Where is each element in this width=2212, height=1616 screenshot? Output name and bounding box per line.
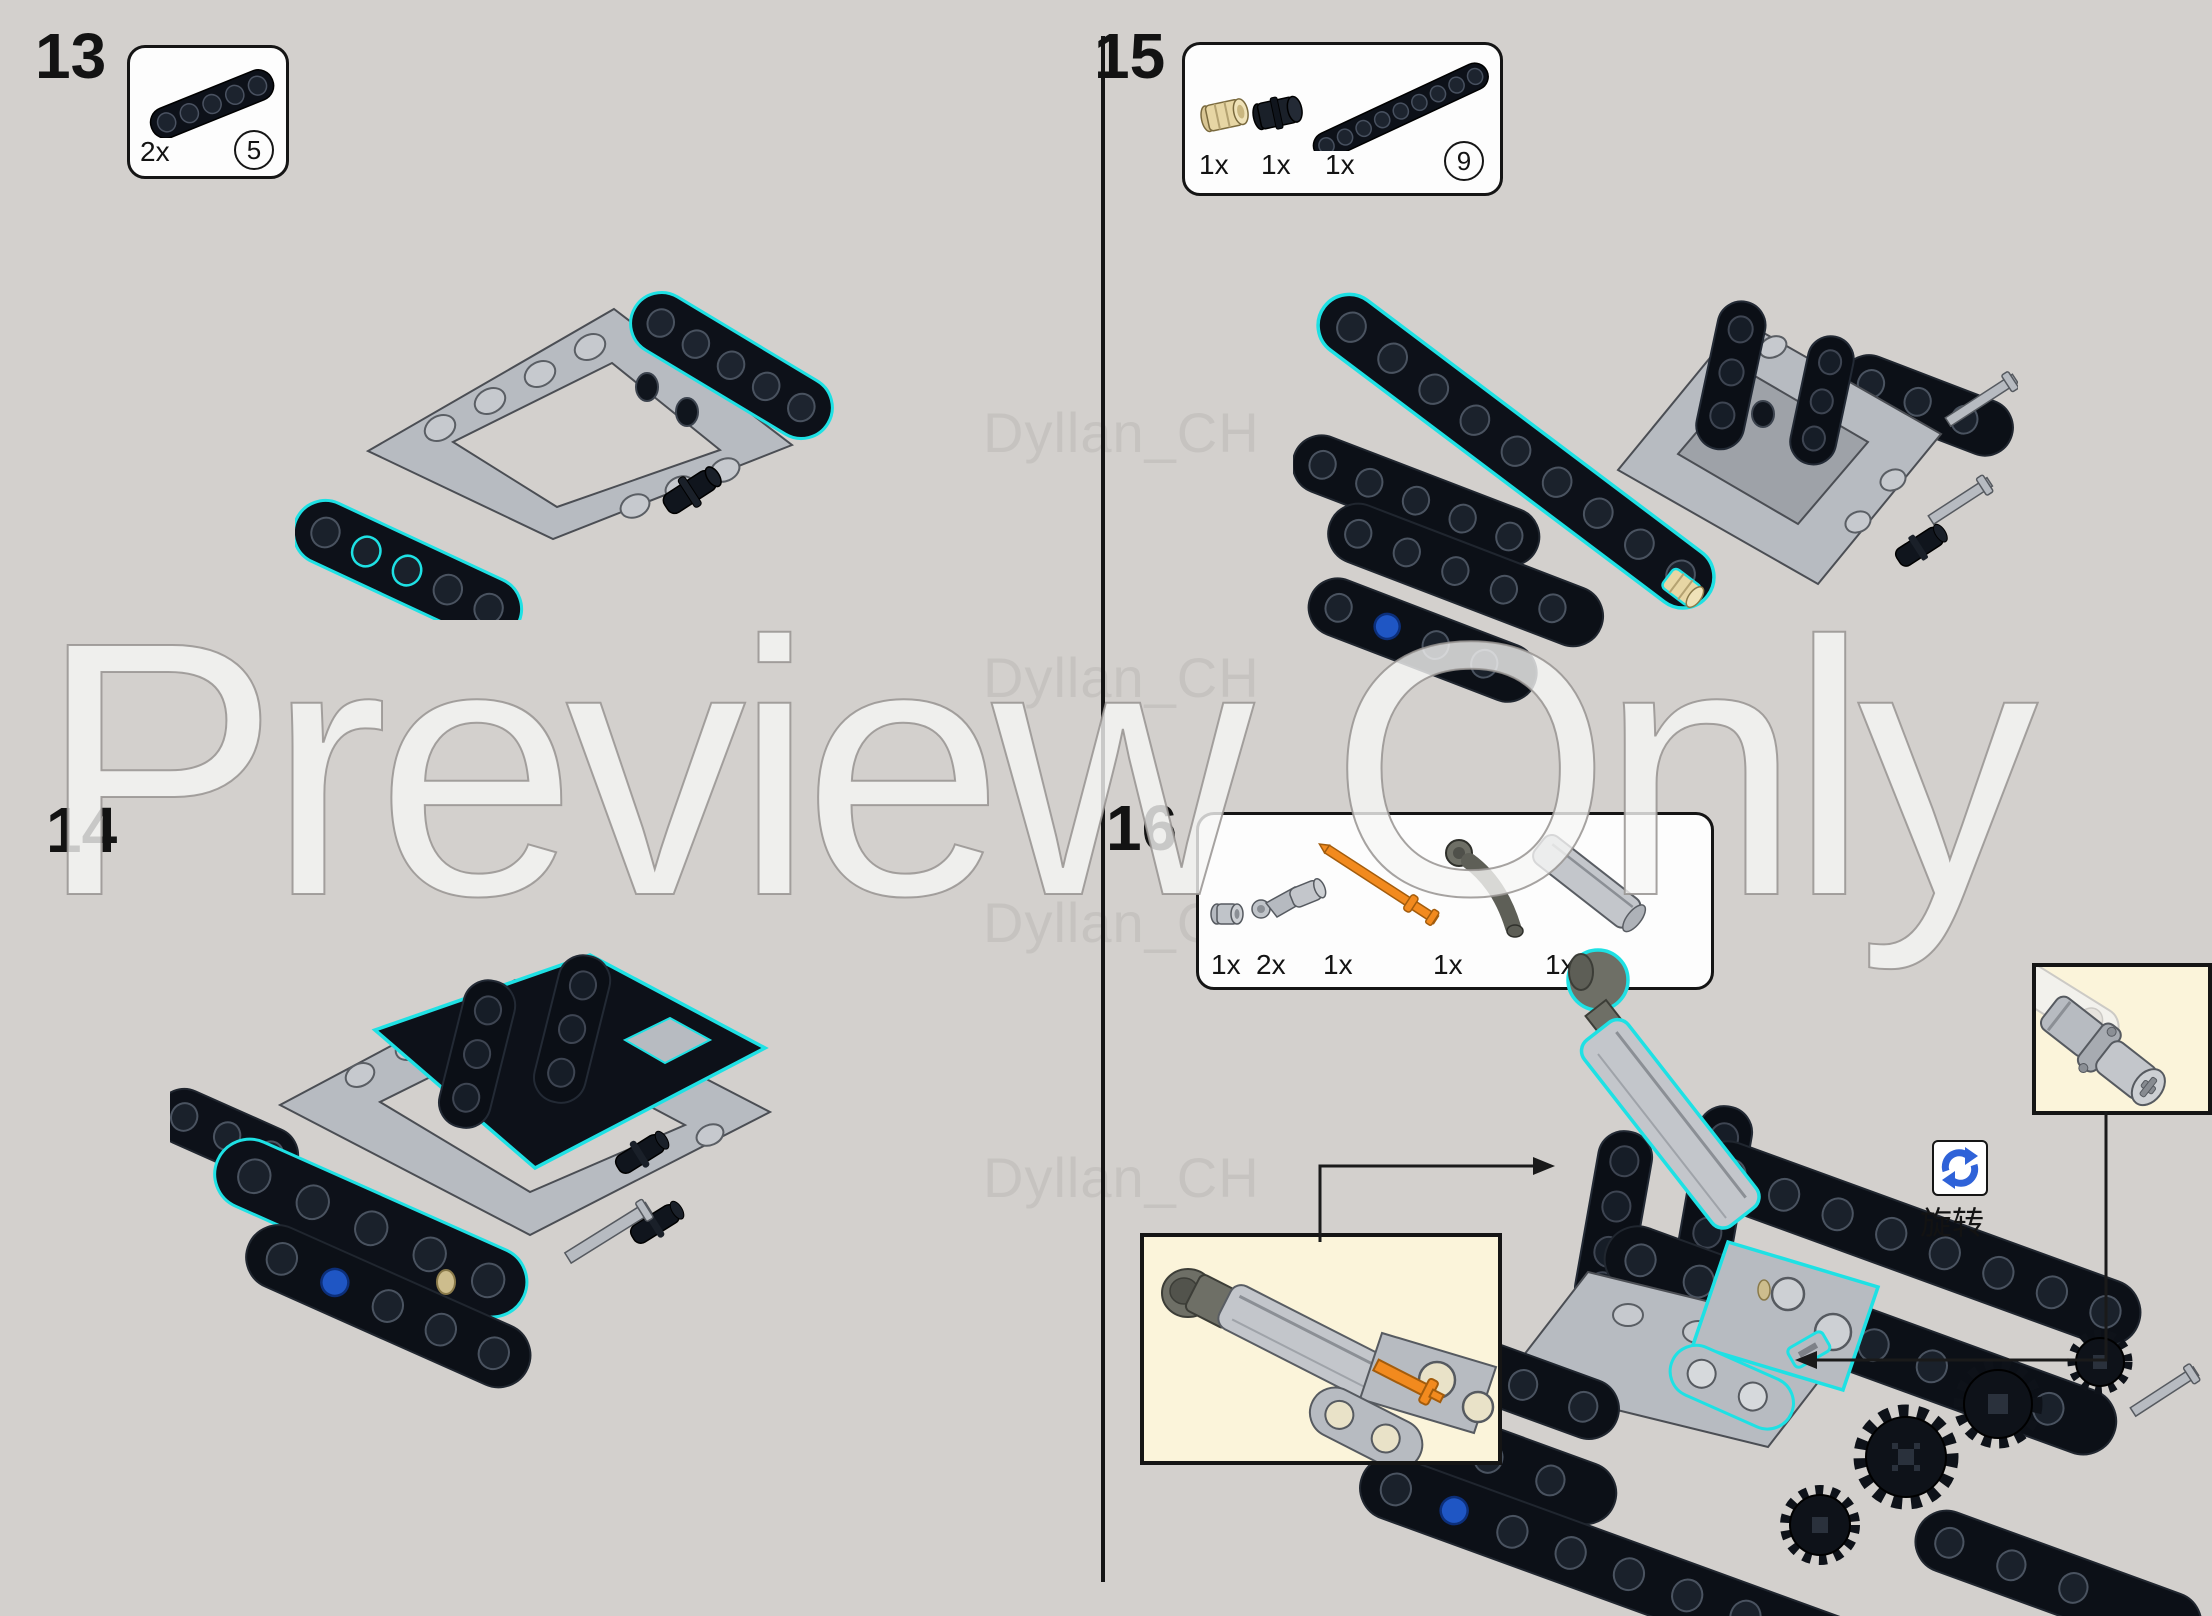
grey-axle [1944, 371, 2018, 428]
axle-connector-small-grey-icon [1210, 903, 1244, 925]
tan-axle-end [1757, 1279, 1771, 1301]
black-beam [1307, 577, 1538, 703]
blue-pin [1439, 1495, 1469, 1526]
part-quantity: 1x [1199, 149, 1229, 180]
step-15-parts-box: 1x 1x 1x 9 [1182, 42, 1503, 196]
universal-joint-callout [2010, 963, 2212, 1115]
steering-knuckle-arm-grey-icon [1251, 878, 1327, 919]
black-gear [1853, 1404, 1959, 1510]
highlighted-black-beam [629, 291, 834, 440]
rotate-label: 旋转 [1920, 1205, 1985, 1241]
black-beam [1359, 1455, 1892, 1616]
tan-pin-end [436, 1269, 456, 1295]
tan-pin [1661, 567, 1705, 609]
highlighted-beam-9 [1316, 292, 1716, 610]
step-16-parts-icons [1210, 834, 1647, 938]
part-quantity: 1x [1211, 949, 1241, 980]
part-quantity: 2x [1256, 949, 1286, 980]
actuator-detail-illustration [1161, 1268, 1498, 1471]
highlighted-black-beam [295, 499, 524, 620]
step-13-assembly-illustration [295, 291, 834, 620]
step-15-assembly-illustration [1293, 292, 2018, 703]
step-14-number: 14 [46, 794, 118, 866]
user-watermark: Dyllan_CH [983, 1146, 1260, 1209]
rotate-symbol-box [1932, 1140, 1988, 1196]
part-quantity: 2x [140, 136, 170, 167]
black-liftarm [438, 979, 517, 1129]
blue-pin [320, 1267, 350, 1298]
black-beam [1327, 502, 1604, 648]
grey-axle [2129, 1363, 2201, 1418]
technic-beam-5-black-icon [149, 69, 275, 138]
black-liftarm [533, 954, 612, 1104]
black-liftarm [1789, 335, 1855, 466]
black-beam [245, 1224, 532, 1389]
black-liftarm [1695, 300, 1767, 451]
substep-count-badge: 5 [234, 130, 274, 170]
pin-connector-tan-icon [1200, 98, 1249, 133]
part-quantity: 1x [1261, 149, 1291, 180]
user-watermark: Dyllan_CH [983, 401, 1260, 464]
black-gear [2067, 1329, 2133, 1395]
grey-axle [1927, 474, 1994, 526]
black-pin [1894, 523, 1948, 567]
black-pin [662, 466, 722, 515]
axle-with-stop-orange-icon [1318, 843, 1440, 926]
black-pin [614, 1130, 670, 1174]
part-quantity: 1x [1325, 149, 1355, 180]
universal-joint-illustration [2010, 963, 2166, 1107]
callout-connector-line [1795, 1111, 2108, 1369]
shock-absorber-body-grey-icon [1532, 834, 1647, 933]
universal-joint [2040, 995, 2166, 1107]
black-beam [1914, 1509, 2203, 1616]
black-gear [1780, 1485, 1860, 1565]
grey-axle [563, 1198, 654, 1265]
part-quantity: 1x [1323, 949, 1353, 980]
technic-beam-9-black-icon [1312, 62, 1489, 151]
suspension-arm-dark-grey-icon [1445, 839, 1524, 938]
column-divider [1101, 36, 1105, 1582]
step-16-parts-box: 1x 2x 1x 1x 1x [1196, 812, 1714, 990]
step-13-number: 13 [35, 20, 107, 92]
blue-pin [1373, 612, 1401, 641]
part-quantity: 1x [1433, 949, 1463, 980]
black-beam [1293, 434, 1541, 567]
step-13-parts-box: 2x 5 [127, 45, 289, 179]
black-pin-icon [1252, 95, 1303, 131]
orange-axle [1371, 1358, 1446, 1406]
step-14-assembly-illustration [170, 953, 773, 1389]
actuator-detail-callout [1140, 1233, 1502, 1471]
rotate-icon [1941, 1147, 1979, 1189]
callout-arrow [1318, 1157, 1555, 1242]
step-16-number: 16 [1106, 792, 1178, 864]
substep-count-badge: 9 [1444, 141, 1484, 181]
highlighted-linear-actuator [1566, 948, 1881, 1431]
black-gear [1953, 1359, 2043, 1449]
step-15-parts-icons [1200, 62, 1489, 151]
user-watermark: Dyllan_CH [983, 646, 1260, 709]
step-15-number: 15 [1094, 20, 1166, 92]
